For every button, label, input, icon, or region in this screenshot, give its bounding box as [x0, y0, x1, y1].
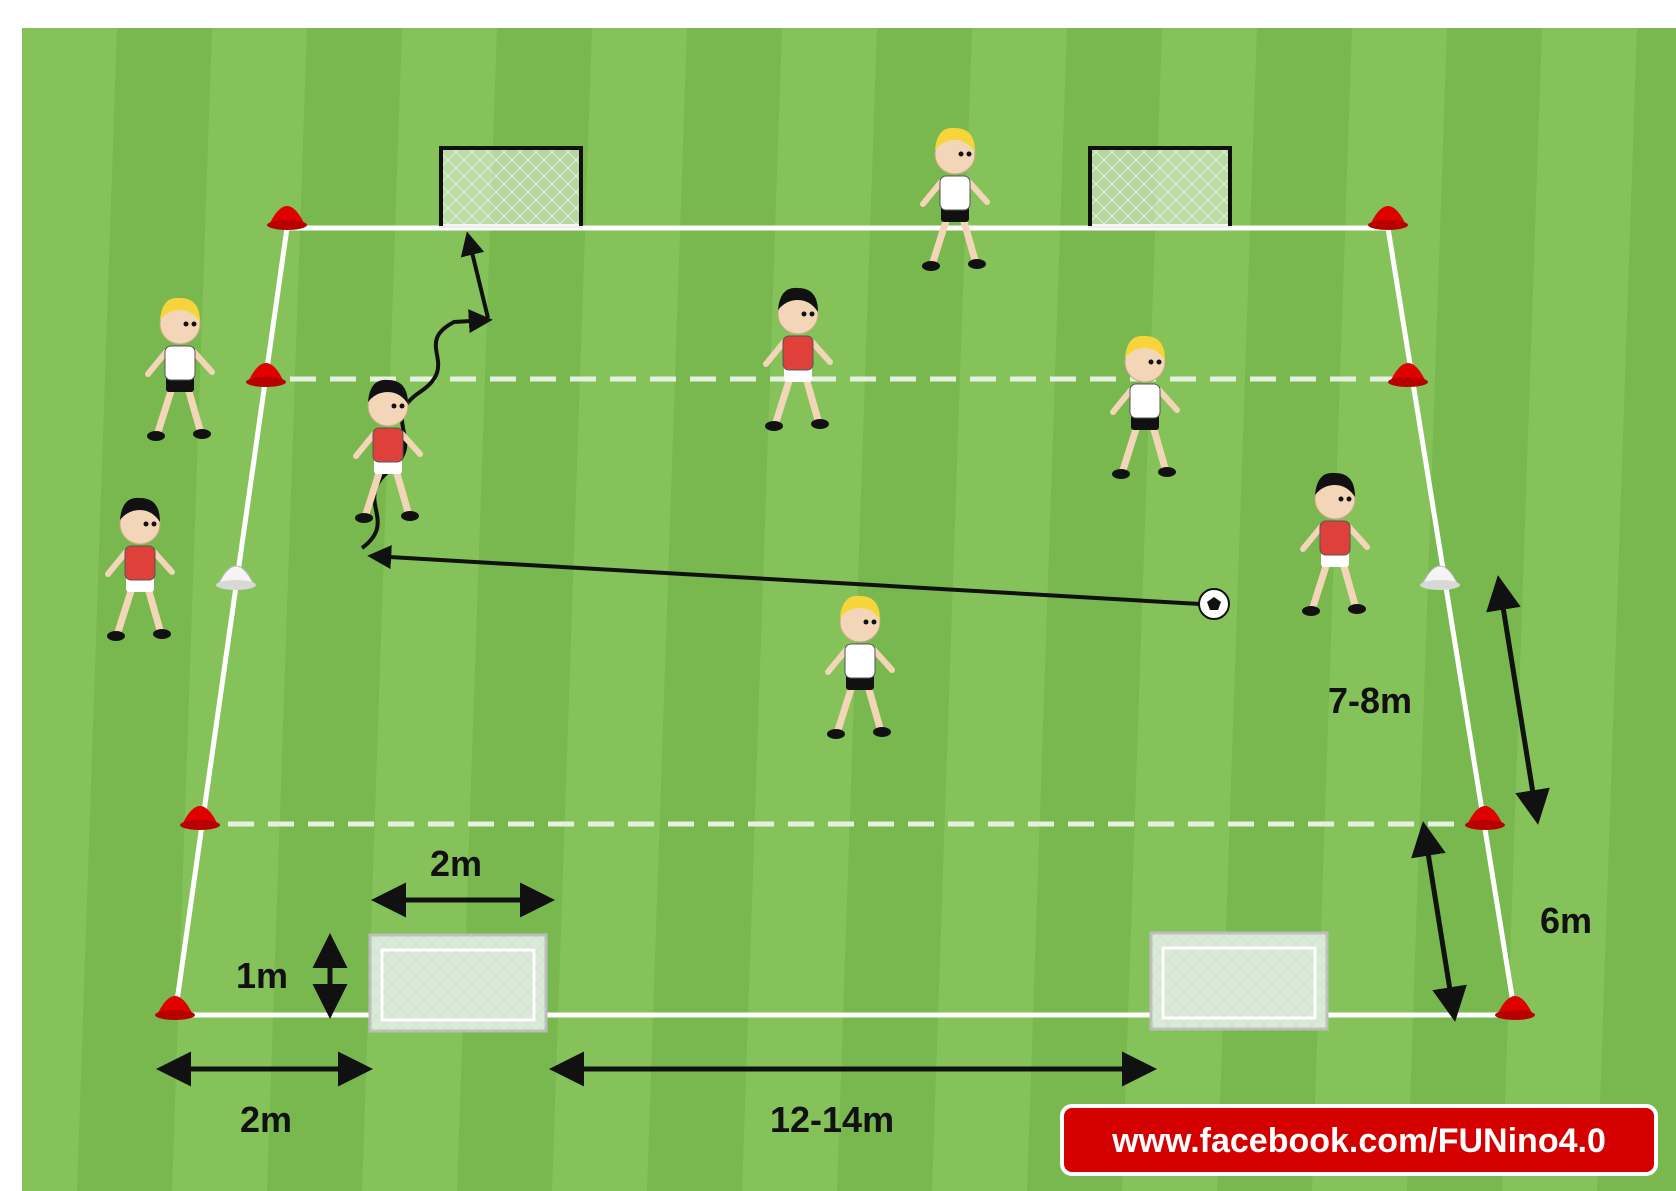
label-goal-gap: 12-14m: [770, 1099, 894, 1140]
goal-bottom-right: [1149, 931, 1329, 1031]
player-white: [825, 595, 895, 739]
facebook-banner[interactable]: www.facebook.com/FUNino4.0: [1060, 1104, 1658, 1176]
player-red: [763, 287, 833, 431]
grass-stripe: [647, 28, 782, 1191]
measure-arrows: [156, 575, 1550, 1087]
pass-arrow: [367, 545, 1201, 606]
goal-bottom-left: [368, 933, 548, 1033]
shot-arrow: [460, 231, 490, 319]
player-red: [105, 497, 175, 641]
players: [105, 127, 1370, 739]
player-red: [1300, 472, 1370, 616]
grass-stripe: [1217, 28, 1352, 1191]
player-white: [1110, 335, 1180, 479]
dribble-path: [360, 309, 493, 550]
label-goal-width: 2m: [430, 843, 482, 884]
goal-top-left: [439, 146, 583, 228]
ball-icon: [1198, 588, 1230, 620]
zone-dashed-lines: [228, 376, 1460, 827]
label-corner-gap: 2m: [240, 1099, 292, 1140]
goal-top-right: [1088, 146, 1232, 228]
grass-stripe: [267, 28, 402, 1191]
player-white: [145, 297, 215, 441]
grass-stripe: [837, 28, 972, 1191]
player-red: [353, 379, 423, 523]
label-zone-depth-middle: 7-8m: [1328, 680, 1412, 721]
label-goal-height: 1m: [236, 955, 288, 996]
grass-stripe: [1597, 28, 1676, 1191]
player-white: [920, 127, 990, 271]
label-zone-depth-end: 6m: [1540, 900, 1592, 941]
facebook-url[interactable]: www.facebook.com/FUNino4.0: [1111, 1122, 1606, 1160]
grass-stripe: [1027, 28, 1162, 1191]
